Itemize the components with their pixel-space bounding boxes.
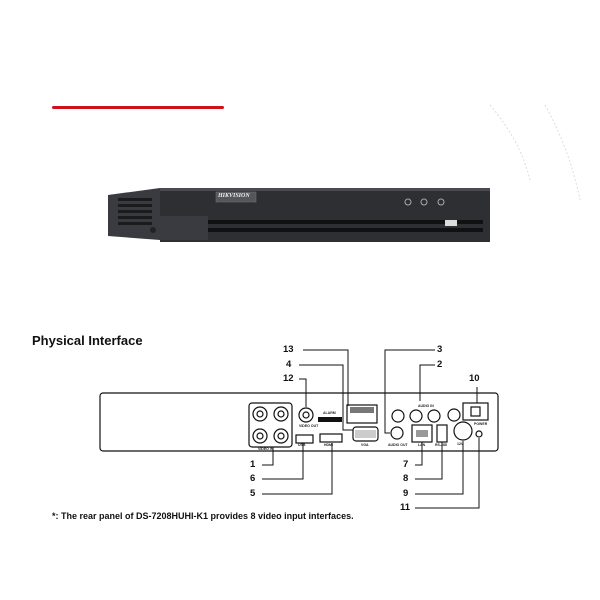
label-usb: USB — [298, 443, 306, 447]
label-video-out: VIDEO OUT — [299, 424, 319, 428]
rear-panel-outline — [99, 392, 499, 452]
callout-7: 7 — [403, 459, 409, 470]
rs485-port — [436, 424, 448, 443]
vga-port — [352, 426, 379, 442]
callout-11: 11 — [400, 502, 411, 513]
callout-5: 5 — [250, 488, 256, 499]
label-alarm: ALARM — [323, 411, 336, 415]
callout-lines — [262, 349, 480, 509]
callout-6: 6 — [250, 473, 256, 484]
usb-port — [295, 434, 314, 444]
audio-out-port — [390, 426, 404, 440]
red-accent-line — [52, 106, 224, 109]
label-rs485: RS-485 — [435, 443, 447, 447]
callout-1: 1 — [250, 459, 256, 470]
label-power: POWER — [474, 422, 488, 426]
label-hdmi: HDMI — [324, 443, 333, 447]
label-lan: LAN — [418, 443, 426, 447]
callout-9: 9 — [403, 488, 409, 499]
label-audio-in: AUDIO IN — [418, 404, 434, 408]
dvr-product-image — [108, 188, 490, 242]
callout-8: 8 — [403, 473, 409, 484]
callout-10: 10 — [469, 373, 480, 384]
callout-3: 3 — [437, 344, 443, 355]
footnote: *: The rear panel of DS-7208HUHI-K1 prov… — [52, 511, 354, 521]
brand-logo: HIKVISION — [218, 193, 250, 199]
video-out-port — [298, 407, 314, 423]
callout-12: 12 — [283, 373, 294, 384]
callout-13: 13 — [283, 344, 294, 355]
hdmi-port — [319, 433, 343, 443]
power-switch — [462, 402, 489, 421]
video-in-group — [248, 402, 293, 448]
dc-power-port — [453, 421, 473, 441]
label-vga: VGA — [361, 443, 369, 447]
callout-4: 4 — [286, 359, 292, 370]
alarm-strip — [318, 417, 342, 422]
section-title: Physical Interface — [32, 333, 143, 348]
terminal-block — [346, 404, 378, 424]
ground-terminal — [475, 430, 483, 438]
label-12v: 12V — [457, 442, 464, 446]
label-video-in: VIDEO IN — [258, 447, 274, 451]
callout-2: 2 — [437, 359, 443, 370]
label-audio-out: AUDIO OUT — [388, 443, 408, 447]
decorative-arc — [489, 104, 581, 201]
